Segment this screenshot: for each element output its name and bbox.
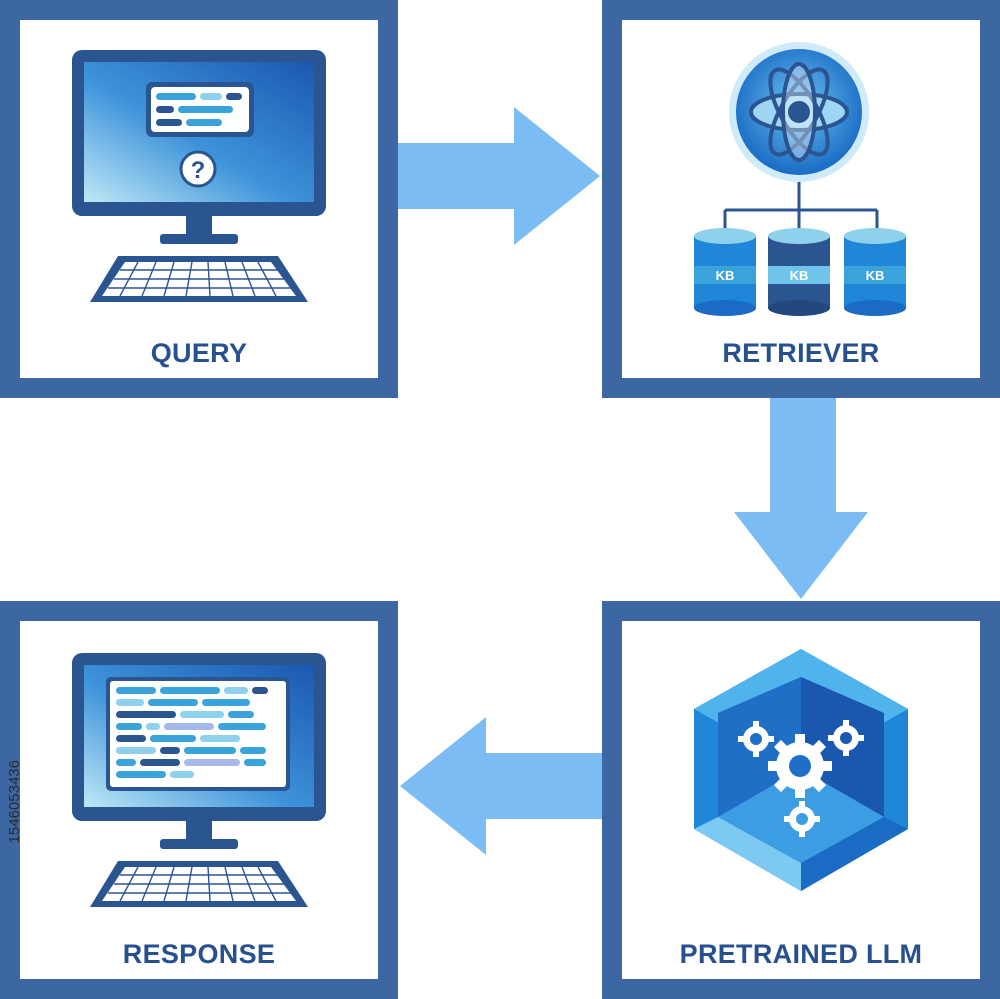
retriever-label: RETRIEVER bbox=[722, 338, 880, 368]
database-icon-2: KB bbox=[768, 228, 830, 316]
computer-query-icon: ? bbox=[72, 50, 326, 302]
retriever-panel: KB KB KB RETRIEVER bbox=[602, 0, 1000, 398]
svg-text:KB: KB bbox=[716, 268, 735, 283]
svg-text:KB: KB bbox=[790, 268, 809, 283]
gear-icon bbox=[768, 734, 832, 798]
arrow-retriever-to-llm bbox=[734, 398, 868, 599]
gear-icon bbox=[738, 721, 774, 757]
svg-text:KB: KB bbox=[866, 268, 885, 283]
database-icon-3: KB bbox=[844, 228, 906, 316]
atom-icon bbox=[749, 62, 849, 162]
retriever-icon: KB KB KB bbox=[694, 42, 906, 316]
query-label: QUERY bbox=[150, 338, 248, 368]
gear-icon bbox=[784, 801, 820, 837]
svg-text:?: ? bbox=[191, 157, 206, 184]
response-text-lines bbox=[116, 687, 268, 778]
arrow-llm-to-response bbox=[400, 717, 602, 855]
llm-panel: PRETRAINED LLM bbox=[602, 601, 1000, 999]
computer-response-icon bbox=[72, 653, 326, 907]
query-panel: ? QUERY bbox=[0, 0, 398, 398]
response-label: RESPONSE bbox=[122, 939, 276, 969]
stock-id-text: 1546053436 bbox=[6, 760, 23, 844]
response-panel: RESPONSE bbox=[0, 601, 398, 999]
arrow-query-to-retriever bbox=[398, 107, 600, 245]
gear-icon bbox=[828, 720, 864, 756]
llm-cube-icon bbox=[694, 649, 908, 891]
database-icon-1: KB bbox=[694, 228, 756, 316]
llm-label: PRETRAINED LLM bbox=[679, 939, 923, 969]
